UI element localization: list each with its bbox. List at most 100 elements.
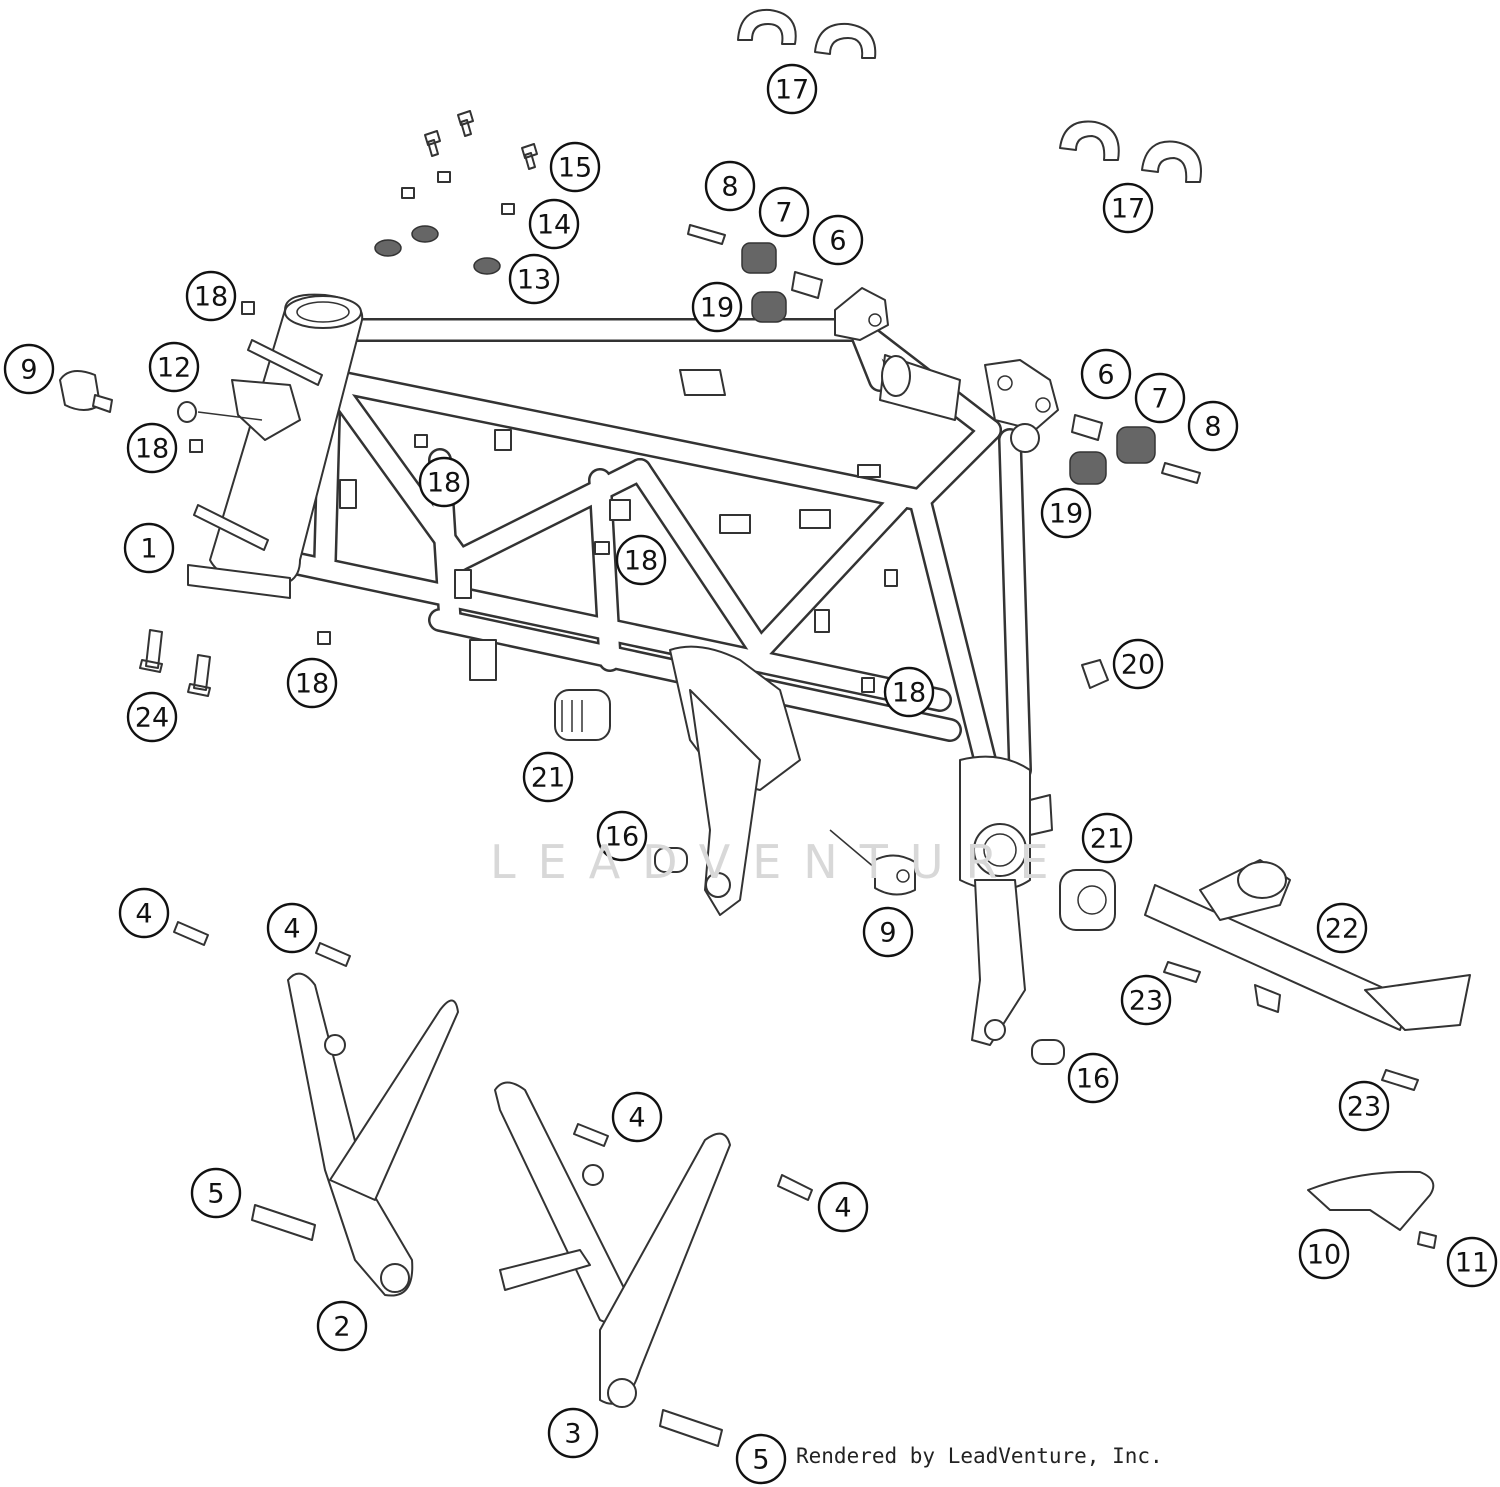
callout-4a: 4 [118,887,170,939]
callout-7a: 7 [758,186,810,238]
svg-text:17: 17 [1111,194,1145,225]
callout-12: 12 [148,341,200,393]
bracket-3 [494,1081,731,1447]
svg-text:18: 18 [194,282,228,313]
callout-21a: 21 [522,751,574,803]
svg-text:15: 15 [558,153,592,184]
svg-text:11: 11 [1455,1248,1489,1279]
callout-18e: 18 [286,657,338,709]
svg-text:17: 17 [775,75,809,106]
svg-text:24: 24 [135,703,169,734]
svg-text:18: 18 [427,468,461,499]
callout-18f: 18 [883,666,935,718]
svg-text:9: 9 [879,918,896,949]
head-studs [193,339,323,551]
callout-4b: 4 [266,902,318,954]
clip-17-right [1059,120,1202,183]
spacers-16 [654,847,1065,1065]
bolts-23 [1163,961,1419,1091]
callout-18c: 18 [418,456,470,508]
callout-8b: 8 [1187,400,1239,452]
callout-3: 3 [547,1407,599,1459]
svg-text:13: 13 [517,265,551,296]
svg-text:18: 18 [624,546,658,577]
svg-text:9: 9 [20,355,37,386]
callout-2: 2 [316,1300,368,1352]
lock-12 [177,379,301,441]
subframe-22 [1144,859,1471,1031]
callout-23b: 23 [1338,1080,1390,1132]
svg-text:2: 2 [333,1312,350,1343]
bolts-4 [173,921,813,1201]
clip-20 [1081,659,1109,689]
washers-14 [401,171,515,215]
callout-4d: 4 [817,1181,869,1233]
svg-text:8: 8 [721,172,738,203]
callout-19b: 19 [1040,487,1092,539]
svg-text:12: 12 [157,353,191,384]
bushings-13 [374,225,501,275]
clip-17-top [737,8,877,59]
callout-8a: 8 [704,160,756,212]
rubbers-21 [554,689,1116,931]
svg-text:4: 4 [135,899,152,930]
svg-text:5: 5 [207,1179,224,1210]
svg-text:20: 20 [1121,650,1155,681]
svg-text:19: 19 [700,293,734,324]
svg-text:18: 18 [892,678,926,709]
callout-17b: 17 [1102,182,1154,234]
svg-text:1: 1 [140,534,157,565]
mount-set-top [687,224,823,323]
svg-text:16: 16 [605,822,639,853]
svg-text:21: 21 [531,763,565,794]
svg-text:16: 16 [1076,1064,1110,1095]
callout-4c: 4 [611,1091,663,1143]
svg-text:3: 3 [564,1419,581,1450]
callout-6a: 6 [812,214,864,266]
svg-text:7: 7 [775,198,792,229]
callout-15: 15 [549,141,601,193]
callout-16b: 16 [1067,1052,1119,1104]
damper-9-center [829,829,916,896]
nut-11 [1417,1231,1437,1249]
callout-9b: 9 [862,906,914,958]
callout-18a: 18 [185,270,237,322]
svg-text:5: 5 [752,1445,769,1476]
callout-19a: 19 [691,281,743,333]
callout-16a: 16 [596,810,648,862]
callout-11: 11 [1446,1236,1498,1288]
svg-text:10: 10 [1307,1240,1341,1271]
callout-6b: 6 [1080,348,1132,400]
svg-text:4: 4 [628,1103,645,1134]
render-credit: Rendered by LeadVenture, Inc. [796,1444,1163,1468]
callout-10: 10 [1298,1228,1350,1280]
svg-text:6: 6 [829,226,846,257]
svg-text:8: 8 [1204,412,1221,443]
nuts-18 [189,301,875,693]
svg-text:7: 7 [1151,384,1168,415]
svg-text:23: 23 [1129,986,1163,1017]
callout-18b: 18 [126,422,178,474]
bolts-24 [139,629,211,697]
bracket-2 [251,972,459,1297]
svg-text:23: 23 [1347,1092,1381,1123]
svg-text:22: 22 [1325,914,1359,945]
damper-9-left [59,370,113,413]
callout-18d: 18 [615,534,667,586]
callout-17a: 17 [766,63,818,115]
svg-text:6: 6 [1097,360,1114,391]
callout-22: 22 [1316,902,1368,954]
bolts-15 [424,110,538,170]
callout-1: 1 [123,522,175,574]
callout-14: 14 [528,198,580,250]
svg-text:4: 4 [834,1193,851,1224]
svg-text:14: 14 [537,210,571,241]
callout-7b: 7 [1134,372,1186,424]
callout-23a: 23 [1120,974,1172,1026]
svg-text:4: 4 [283,914,300,945]
callout-5b: 5 [735,1433,787,1485]
guard-10 [1307,1170,1435,1231]
svg-text:19: 19 [1049,499,1083,530]
callout-20: 20 [1112,638,1164,690]
